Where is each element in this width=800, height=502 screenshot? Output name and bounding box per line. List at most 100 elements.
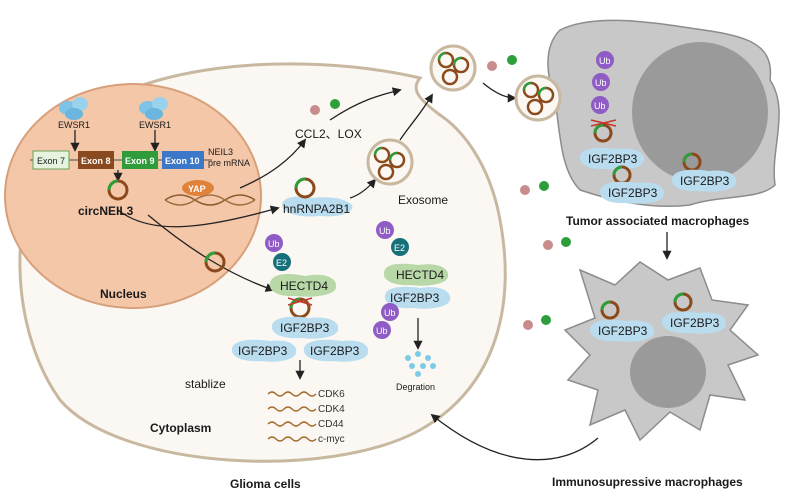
nucleus-label: Nucleus (100, 287, 147, 301)
ub-tam-2-label: Ub (595, 78, 607, 88)
ub-tam-1-label: Ub (599, 56, 611, 66)
immunosuppressive-macrophage (563, 261, 760, 442)
exosome-budding (429, 44, 477, 92)
circneil3-ring-nucleus (107, 179, 129, 201)
arrows (70, 82, 672, 461)
igf2bp3-degraded (384, 286, 451, 309)
igf2bp3-stabilized-left-label: IGF2BP3 (238, 344, 288, 358)
igf2bp3-immuno-2-label: IGF2BP3 (670, 316, 720, 330)
ub-right-mid-label: Ub (384, 308, 396, 318)
secreted-dot-pink-1 (487, 61, 497, 71)
gene-cdk6: CDK6 (318, 389, 345, 400)
exon7-label: Exon 7 (37, 156, 65, 166)
igf2bp3-tam-3-label: IGF2BP3 (680, 174, 730, 188)
tam-label: Tumor associated macrophages (566, 214, 749, 228)
stablize-label: stablize (185, 377, 226, 391)
circneil3-ring-immuno-1 (600, 300, 620, 320)
igf2bp3-stabilized-right-label: IGF2BP3 (310, 344, 360, 358)
exosome-label: Exosome (398, 193, 448, 207)
tumor-associated-macrophage (547, 19, 780, 208)
e2-right (391, 238, 409, 256)
igf2bp3-degraded-label: IGF2BP3 (390, 291, 440, 305)
circneil3-ring-immuno-2 (673, 292, 693, 312)
hectd4-right-label: HECTD4 (396, 268, 444, 282)
hectd4-left (269, 273, 337, 297)
igf2bp3-tam-2 (599, 181, 665, 204)
igf2bp3-tam-1-label: IGF2BP3 (588, 152, 638, 166)
ub-right-mid (381, 303, 399, 321)
gene-wave-cmyc (267, 436, 317, 442)
ub-right-top (376, 221, 394, 239)
secreted-dot-pink-3 (543, 240, 553, 250)
ub-right-bottom-label: Ub (376, 326, 388, 336)
gene-wave-cd44 (267, 421, 317, 427)
exon9-label: Exon 9 (125, 156, 155, 166)
ewsr1-protein-b (139, 97, 168, 120)
dna-helix (164, 194, 256, 206)
ewsr1-protein-a (59, 97, 88, 120)
ub-right-top-label: Ub (379, 226, 391, 236)
circneil3-ring-exit (204, 251, 226, 273)
degration-label: Degration (396, 382, 435, 392)
exon7-box (32, 150, 70, 170)
nucleus (4, 83, 262, 309)
secreted-dot-green-2 (539, 181, 549, 191)
igf2bp3-stabilized-left (231, 339, 297, 362)
ewsr1-label-b: EWSR1 (139, 120, 171, 130)
glioma-cells-label: Glioma cells (230, 477, 301, 491)
yap-protein (182, 180, 214, 196)
neil3-pre-mrna-line1: NEIL3 (208, 147, 233, 157)
yap-label: YAP (188, 184, 206, 194)
circneil3-ring-hnrnpa2b1 (294, 177, 316, 199)
igf2bp3-immuno-1-label: IGF2BP3 (598, 324, 648, 338)
igf2bp3-stabilized-top-label: IGF2BP3 (280, 321, 330, 335)
gene-list: CDK6 CDK4 CD44 c-myc (267, 389, 345, 445)
igf2bp3-stabilized-right (303, 339, 369, 362)
exosome-released (514, 74, 562, 122)
hnrnpa2b1-label: hnRNPA2B1 (283, 202, 350, 216)
ccl2-dot (310, 105, 320, 115)
ub-left (265, 234, 283, 252)
secreted-dot-green-4 (541, 315, 551, 325)
hnrnpa2b1-protein (282, 196, 353, 217)
igf2bp3-tam-2-label: IGF2BP3 (608, 186, 658, 200)
cytoplasm-label: Cytoplasm (150, 421, 211, 435)
lox-dot (330, 99, 340, 109)
ub-tam-2 (592, 73, 610, 91)
gene-cd44: CD44 (318, 419, 344, 430)
secreted-dot-green-1 (507, 55, 517, 65)
hectd4-right (383, 263, 449, 286)
igf2bp3-stabilized-top (271, 316, 339, 339)
ub-left-label: Ub (268, 239, 280, 249)
igf2bp3-tam-3 (671, 169, 737, 192)
gene-cdk4: CDK4 (318, 404, 345, 415)
circneil3-label: circNEIL3 (78, 204, 134, 218)
e2-right-label: E2 (394, 243, 405, 253)
gene-wave-cdk4 (267, 406, 317, 412)
secreted-dot-pink-2 (520, 185, 530, 195)
neil3-pre-mrna-line2: pre mRNA (208, 158, 250, 168)
exon8-label: Exon 8 (81, 156, 111, 166)
ccl2-lox-label: CCL2、LOX (295, 127, 362, 141)
exon8-box (78, 151, 114, 169)
gene-cmyc: c-myc (318, 434, 345, 445)
e2-left (273, 253, 291, 271)
ub-tam-3 (591, 96, 609, 114)
igf2bp3-immuno-1 (589, 319, 655, 342)
exon9-box (122, 151, 158, 169)
secreted-dot-green-3 (561, 237, 571, 247)
secreted-dot-pink-4 (523, 320, 533, 330)
exosome-cytoplasm (366, 138, 414, 186)
circneil3-ring-tam-blocked (590, 119, 617, 143)
ub-right-bottom (373, 321, 391, 339)
igf2bp3-tam-1 (579, 147, 645, 170)
exon10-box (162, 151, 204, 169)
e2-left-label: E2 (276, 258, 287, 268)
ewsr1-label-a: EWSR1 (58, 120, 90, 130)
ub-tam-1 (596, 51, 614, 69)
hectd4-left-label: HECTD4 (280, 279, 328, 293)
igf2bp3-immuno-2 (661, 311, 727, 334)
gene-wave-cdk6 (267, 391, 317, 397)
ub-tam-3-label: Ub (594, 101, 606, 111)
